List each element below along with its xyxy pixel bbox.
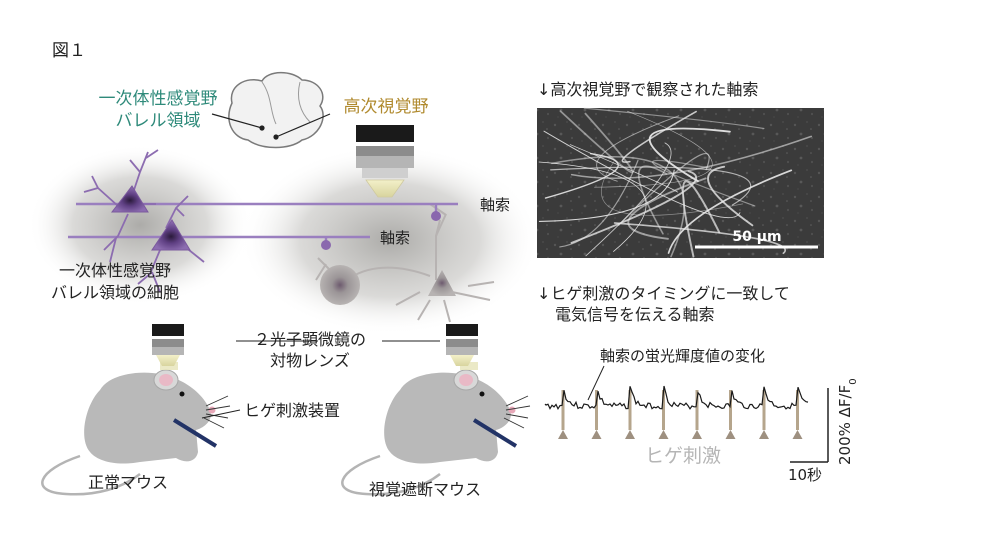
fluorescence-trace [544, 385, 809, 411]
v-glow [240, 145, 540, 335]
axon-fiber [627, 177, 707, 240]
axon-fiber [550, 166, 752, 206]
normal-mouse-label: 正常マウス [88, 473, 168, 492]
blind-mouse-label: 視覚遮断マウス [369, 480, 481, 499]
axon-fiber [617, 153, 710, 226]
area-s1-sublabel: バレル領域 [116, 111, 201, 131]
stimulus-marker [625, 430, 635, 439]
axon-micrograph [537, 107, 824, 258]
stimulus-bar [595, 390, 598, 430]
objective-lens-top [356, 125, 414, 198]
axon-fiber [613, 222, 786, 255]
axon-label-2: 軸索 [380, 229, 410, 247]
stimulus-marker [658, 430, 669, 439]
axon-fiber [707, 165, 754, 227]
brain-schematic [211, 71, 331, 149]
axon-fiber [583, 107, 765, 130]
trace-caption-line1: ↓ヒゲ刺激のタイミングに一致して [537, 284, 790, 303]
s1-cell-label: 一次体性感覚野 [59, 261, 171, 280]
stimulus-bar [796, 390, 799, 430]
bouton-2 [321, 240, 331, 250]
axon-fiber [594, 110, 713, 188]
axon-fiber [538, 161, 647, 252]
stimulus-marker [725, 430, 736, 439]
stimulus-marker [792, 430, 803, 439]
stimulus-bar [628, 390, 632, 430]
objective-lens-normal [152, 324, 184, 366]
axon-fiber [538, 169, 675, 222]
bouton-1 [431, 211, 441, 221]
stimulus-label: ヒゲ刺激 [645, 445, 721, 467]
grey-cell-2 [428, 270, 456, 296]
trace-caption-line2: 電気信号を伝える軸索 [555, 305, 715, 324]
axon-fiber [585, 142, 672, 257]
axon-fiber [681, 180, 721, 258]
device-pointer [201, 409, 241, 419]
axon-fiber [637, 165, 668, 235]
stimulus-bar [762, 390, 766, 430]
area-s1-label: 一次体性感覚野 [99, 89, 218, 109]
visual-cortex-neurons [315, 203, 495, 323]
area-v-label: 高次視覚野 [344, 97, 429, 117]
stimulus-bar [662, 390, 665, 430]
figure-label: 図１ [52, 41, 86, 61]
stimulus-marker [591, 430, 602, 439]
axon-fiber [621, 110, 697, 163]
s1-cell-2 [151, 219, 191, 251]
trace-label-pointer [587, 365, 605, 401]
y-scale-label: 200% ΔF/F0 [836, 378, 859, 465]
stimulus-markers [558, 390, 803, 439]
stimulus-bar [695, 390, 699, 430]
axon-fiber [570, 135, 813, 179]
objective-sublabel: 対物レンズ [270, 351, 350, 370]
trace-label: 軸索の蛍光輝度値の変化 [600, 347, 765, 365]
whisker-device-label: ヒゲ刺激装置 [244, 401, 340, 420]
axon-fiber [648, 127, 731, 183]
scale-bar-label: 50 μm [732, 229, 781, 245]
axon-fiber [551, 156, 686, 258]
x-scale-label: 10秒 [788, 466, 822, 484]
axon-fiber [559, 159, 639, 248]
blind-mouse [341, 362, 531, 496]
s1-cell-1 [110, 185, 149, 213]
stimulus-marker [692, 430, 702, 439]
s1-glow [28, 145, 252, 305]
stimulus-marker [558, 430, 568, 439]
s1-cell-sublabel: バレル領域の細胞 [51, 283, 179, 302]
axon-fiber [652, 159, 756, 207]
stimulus-bar [561, 390, 565, 430]
grey-cell-1 [320, 265, 360, 305]
axon-label-1: 軸索 [480, 196, 510, 214]
objective-lens-blind [446, 324, 478, 366]
objective-label: ２光子顕微鏡の [254, 330, 366, 349]
stimulus-bar [729, 390, 732, 430]
stimulus-marker [759, 430, 769, 439]
axon-fiber [667, 169, 793, 254]
axon-fiber [559, 110, 634, 174]
axon-fiber [570, 170, 698, 244]
micrograph-caption: ↓高次視覚野で観察された軸索 [537, 80, 758, 99]
axon-fiber [601, 161, 744, 216]
